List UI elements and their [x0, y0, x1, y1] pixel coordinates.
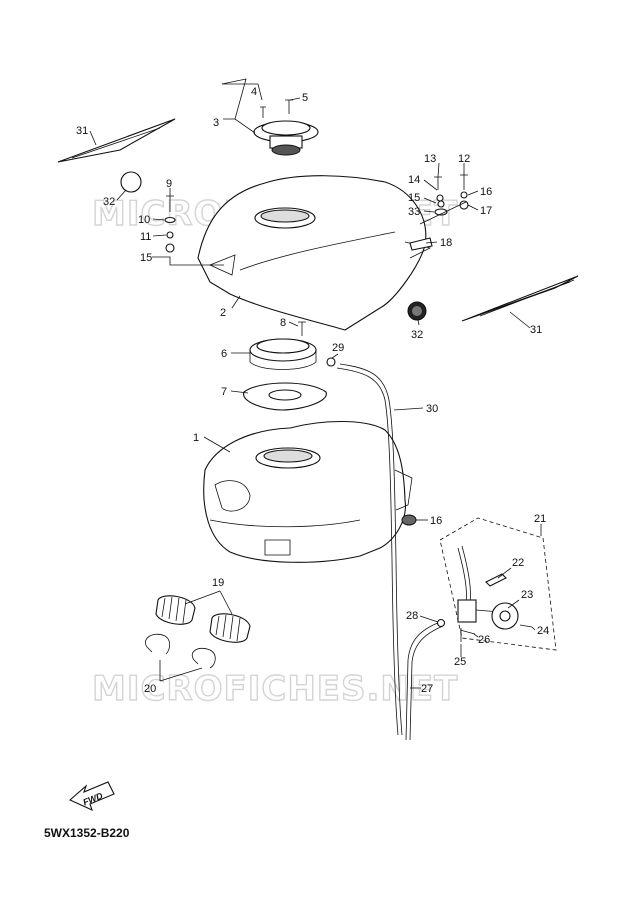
callout-25: 25: [454, 656, 466, 668]
plate-22: [485, 573, 507, 587]
callout-26: 26: [478, 634, 490, 646]
callout-30: 30: [426, 403, 438, 415]
screw-8: [298, 321, 306, 336]
cap-screw-4: [260, 106, 266, 118]
grommet-17: [459, 200, 469, 210]
fuel-cock: [457, 545, 519, 630]
grommet-16-tank: [401, 514, 417, 526]
callout-13: 13: [424, 153, 436, 165]
collar-14: [436, 194, 444, 202]
clamp-left: [145, 633, 171, 655]
callout-12: 12: [458, 153, 470, 165]
callout-6: 6: [221, 348, 227, 360]
callout-28: 28: [406, 610, 418, 622]
callout-14: 14: [408, 174, 420, 186]
callout-27: 27: [421, 683, 433, 695]
emblem-left: [120, 171, 142, 193]
callout-9: 9: [166, 178, 172, 190]
gasket: [243, 382, 327, 411]
callout-18: 18: [440, 237, 452, 249]
callout-29: 29: [332, 342, 344, 354]
callouts: 31 3 4 5 32 9 10 11 15 2 13 12 14 16 15 …: [76, 86, 549, 695]
callout-7: 7: [221, 386, 227, 398]
callout-10: 10: [138, 214, 150, 226]
fuel-cap: [253, 120, 319, 156]
hose-clip-29: [326, 357, 336, 367]
callout-33: 33: [408, 206, 420, 218]
callout-5: 5: [302, 92, 308, 104]
callout-21: 21: [534, 513, 546, 525]
fwd-arrow: FWD: [68, 781, 115, 812]
callout-23: 23: [521, 589, 533, 601]
callout-3: 3: [213, 117, 219, 129]
damper-left: [155, 595, 196, 625]
clamp-right: [191, 647, 216, 669]
callout-31-left: 31: [76, 125, 88, 137]
damper-right: [209, 613, 251, 643]
emblem-right: [407, 301, 427, 321]
washer-10: [164, 216, 176, 224]
callout-16-tank: 16: [430, 515, 442, 527]
bracket-18: [409, 237, 433, 251]
callout-2: 2: [220, 307, 226, 319]
hose-clip-28: [436, 618, 446, 628]
clip-26: [459, 629, 476, 635]
decal-stripe-left: [57, 118, 176, 163]
callout-17: 17: [480, 205, 492, 217]
fuel-tank: [203, 420, 413, 563]
fuel-hose: [405, 621, 444, 741]
callout-32-left: 32: [103, 196, 115, 208]
leader-lines: [89, 78, 542, 689]
collar-11: [166, 231, 174, 239]
callout-16-right: 16: [480, 186, 492, 198]
tank-cover: [197, 175, 432, 331]
callout-8: 8: [280, 317, 286, 329]
callout-11: 11: [140, 231, 151, 243]
callout-22: 22: [512, 557, 524, 569]
bolt-12: [460, 174, 468, 190]
callout-20: 20: [144, 683, 156, 695]
decal-stripe-right: [461, 275, 579, 322]
collar-16-top: [460, 191, 468, 199]
breather-hose: [336, 363, 403, 736]
filler-ring: [249, 338, 317, 370]
callout-32-right: 32: [411, 329, 423, 341]
callout-24: 24: [537, 625, 549, 637]
watermark-bottom: MICROFICHES.NET: [92, 669, 458, 709]
cap-screw-5: [285, 99, 293, 114]
washer-33: [434, 208, 448, 216]
callout-31-right: 31: [530, 324, 542, 336]
callout-15-left: 15: [140, 252, 152, 264]
screw-24: [519, 624, 533, 628]
callout-1: 1: [193, 432, 199, 444]
callout-15-right: 15: [408, 192, 420, 204]
grommet-15-right: [437, 200, 445, 208]
nut-15-left: [165, 243, 175, 253]
diagram-code: 5WX1352-B220: [44, 826, 130, 840]
callout-4: 4: [251, 86, 257, 98]
callout-19: 19: [212, 577, 224, 589]
bolt-13: [434, 176, 442, 190]
